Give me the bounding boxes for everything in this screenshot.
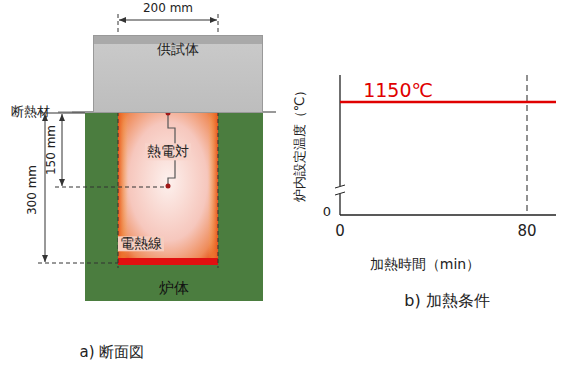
furnace-body — [85, 113, 263, 301]
x-axis — [340, 214, 556, 215]
node-label: 供試体 — [157, 41, 199, 59]
axis-title: 加熱時間（min） — [370, 257, 480, 272]
heating-wire — [118, 258, 218, 265]
thermocouple-tip — [166, 184, 171, 189]
dimension-line — [38, 263, 118, 264]
dimension-label: 150 mm — [45, 125, 58, 175]
part-label: 熱電対 — [145, 143, 191, 160]
temperature-line — [340, 101, 556, 104]
y-axis — [339, 194, 340, 215]
dimension-line — [55, 187, 170, 188]
part-label: 断熱材 — [11, 105, 50, 119]
dimension-label: 200 mm — [141, 2, 195, 15]
leader-line — [58, 112, 72, 113]
y-axis — [339, 75, 340, 186]
part-label: 電熱線 — [118, 236, 164, 251]
dimension-label: 300 mm — [26, 165, 39, 215]
value-label: 1150℃ — [363, 80, 433, 101]
axis-break — [335, 185, 345, 188]
axis-title: 炉内設定温度（℃） — [293, 84, 307, 203]
tick-label: 0 — [335, 223, 345, 240]
tick-label: 0 — [323, 205, 331, 219]
furnace-cavity — [118, 113, 218, 265]
tick-label: 80 — [517, 223, 536, 240]
dimension-arrow — [119, 20, 217, 21]
figure-caption: b) 加熱条件 — [404, 292, 489, 310]
axis-break — [335, 192, 345, 195]
node-label: 炉体 — [159, 279, 189, 298]
furnace-body: 炉体 — [85, 113, 263, 301]
cavity-glow — [208, 113, 218, 265]
dimension-arrow — [62, 114, 63, 186]
end-marker — [527, 75, 528, 215]
specimen-box: 供試体 — [93, 35, 263, 113]
figure-caption: a) 断面図 — [80, 344, 145, 361]
